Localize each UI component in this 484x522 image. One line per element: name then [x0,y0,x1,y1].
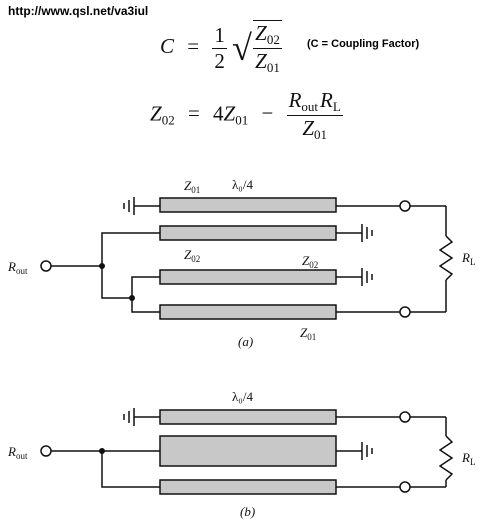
line-b-top [159,409,337,425]
impedance-formula: Z02 = 4Z01 − RoutRL Z01 [150,88,343,142]
line-z02-upper [159,225,337,241]
ground-symbol-a3 [361,268,373,286]
ground-symbol-b1 [123,408,160,426]
formula2-fraction: RoutRL Z01 [286,88,343,142]
line-z01-top [159,197,337,213]
caption-a: (a) [238,334,253,349]
port-b-bottom-right [399,481,411,493]
junction-a2 [129,295,135,301]
line-b-bottom [159,479,337,495]
coupling-formula: C = 1 2 √ Z02 Z01 [160,20,282,76]
label-z02-b: Z02 [302,253,318,270]
formula2-minus: − [261,101,274,126]
label-rl-a: RL [461,250,475,267]
coupling-factor-note: (C = Coupling Factor) [307,38,420,50]
formula1-den: 2 [212,47,227,73]
label-lambda-a: λ₀/4 [232,177,253,192]
ground-symbol-b2 [361,442,373,460]
formula2-coef: 4 [213,101,224,126]
port-input-b [40,445,52,457]
junction-b1 [99,448,105,454]
formula1-lhs: C [160,33,175,58]
sqrt-symbol: √ [232,28,252,68]
port-b-top-right [399,411,411,423]
source-url[interactable]: http://www.qsl.net/va3iul [8,4,149,18]
formula1-radicand: Z02 Z01 [253,20,282,76]
label-z01-bottom: Z01 [300,325,316,342]
label-z01-top: Z01 [184,178,200,195]
resistor-rl-a [438,235,454,281]
line-z01-bottom [159,304,337,320]
label-z02-a: Z02 [184,247,200,264]
ground-symbol-a1 [123,197,160,215]
label-rout-a: Rout [7,259,28,276]
formula2-lhs: Z [150,101,162,126]
line-b-middle [159,435,337,467]
caption-b: (b) [240,504,255,519]
port-bottom-right [399,306,411,318]
label-lambda-b: λ₀/4 [232,389,253,404]
port-top-right [399,200,411,212]
resistor-rl-b [438,435,454,481]
label-rl-b: RL [461,450,475,467]
formula1-rad-den: Z01 [253,48,282,75]
label-rout-b: Rout [7,444,28,461]
formula1-eq: = [187,33,200,58]
formula2-eq: = [187,101,200,126]
line-z02-lower [159,269,337,285]
port-input-a [40,260,52,272]
formula1-fraction: 1 2 [212,23,227,74]
ground-symbol-a2 [361,224,373,242]
formula1-num: 1 [214,22,225,47]
formula1-rad-num: Z02 [255,21,280,47]
junction-a1 [99,263,105,269]
